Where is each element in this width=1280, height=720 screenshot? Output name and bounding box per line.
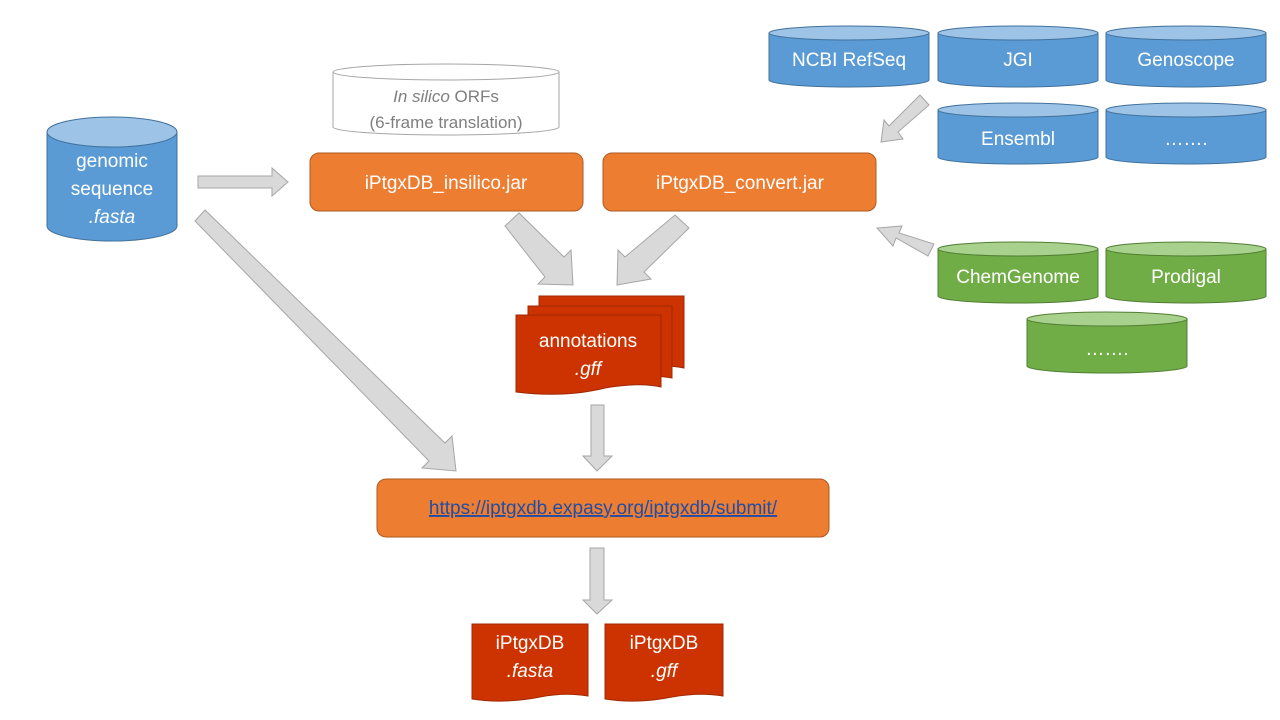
submit-url-link[interactable]: https://iptgxdb.expasy.org/iptgxdb/submi… (429, 498, 778, 519)
tool-convert: iPtgxDB_convert.jar (602, 152, 877, 212)
submit-box: https://iptgxdb.expasy.org/iptgxdb/submi… (376, 478, 830, 538)
output-fasta-document: iPtgxDB .fasta (471, 623, 589, 702)
db-genoscope: Genoscope (1105, 25, 1267, 88)
insilico-orfs-label-line2: (6-frame translation) (369, 113, 522, 132)
output-fasta-line2: .fasta (507, 661, 553, 682)
output-gff-line1: iPtgxDB (630, 633, 699, 654)
db-jgi: JGI (937, 25, 1099, 88)
prediction-dbs: ChemGenome Prodigal ……. (937, 241, 1267, 374)
db-more-reference: ……. (1105, 102, 1267, 165)
reference-dbs: NCBI RefSeq JGI Genoscope Ensembl ……. (768, 25, 1267, 165)
arrow-insilico-to-annotations (504, 212, 574, 286)
insilico-italic: In silico (393, 87, 450, 106)
arrow-genomic-to-submit (194, 209, 457, 472)
db-prodigal: Prodigal (1105, 241, 1267, 304)
arrow-genomic-to-insilico (197, 166, 289, 198)
insilico-orfs-db: In silico ORFs (6-frame translation) (332, 63, 560, 136)
db-more-prediction: ……. (1026, 311, 1188, 374)
annotations-label-line2: .gff (575, 359, 603, 380)
arrows (194, 94, 935, 615)
tool-convert-label: iPtgxDB_convert.jar (656, 173, 825, 194)
db-chemgenome: ChemGenome (937, 241, 1099, 304)
annotations-label-line1: annotations (539, 331, 637, 352)
db-prodigal-label: Prodigal (1151, 267, 1221, 288)
arrow-convert-to-annotations (616, 214, 690, 286)
arrow-preddbs-to-convert (875, 225, 935, 257)
db-ensembl: Ensembl (937, 102, 1099, 165)
arrow-submit-to-outputs (581, 547, 614, 615)
genomic-label-line2: sequence (71, 179, 153, 200)
output-gff-line2: .gff (651, 661, 679, 682)
db-ensembl-label: Ensembl (981, 129, 1055, 150)
genomic-sequence-db: genomic sequence .fasta (46, 116, 178, 242)
output-gff-document: iPtgxDB .gff (604, 623, 724, 702)
genomic-label-line3: .fasta (89, 207, 135, 228)
insilico-orfs-label-line1: In silico ORFs (393, 87, 499, 106)
insilico-rest: ORFs (450, 87, 499, 106)
arrow-annotations-to-submit (581, 404, 614, 472)
tool-insilico-label: iPtgxDB_insilico.jar (365, 173, 528, 194)
db-more-prediction-label: ……. (1085, 339, 1128, 360)
arrow-refdbs-to-convert (880, 94, 930, 143)
annotations-document: annotations .gff (515, 295, 685, 395)
tool-insilico: iPtgxDB_insilico.jar (309, 152, 584, 212)
db-ncbi-refseq: NCBI RefSeq (768, 25, 930, 88)
db-more-reference-label: ……. (1164, 129, 1207, 150)
output-fasta-line1: iPtgxDB (496, 633, 565, 654)
db-chemgenome-label: ChemGenome (956, 267, 1080, 288)
db-ncbi-refseq-label: NCBI RefSeq (792, 50, 906, 71)
db-jgi-label: JGI (1003, 50, 1033, 71)
db-genoscope-label: Genoscope (1137, 50, 1234, 71)
genomic-label-line1: genomic (76, 151, 148, 172)
